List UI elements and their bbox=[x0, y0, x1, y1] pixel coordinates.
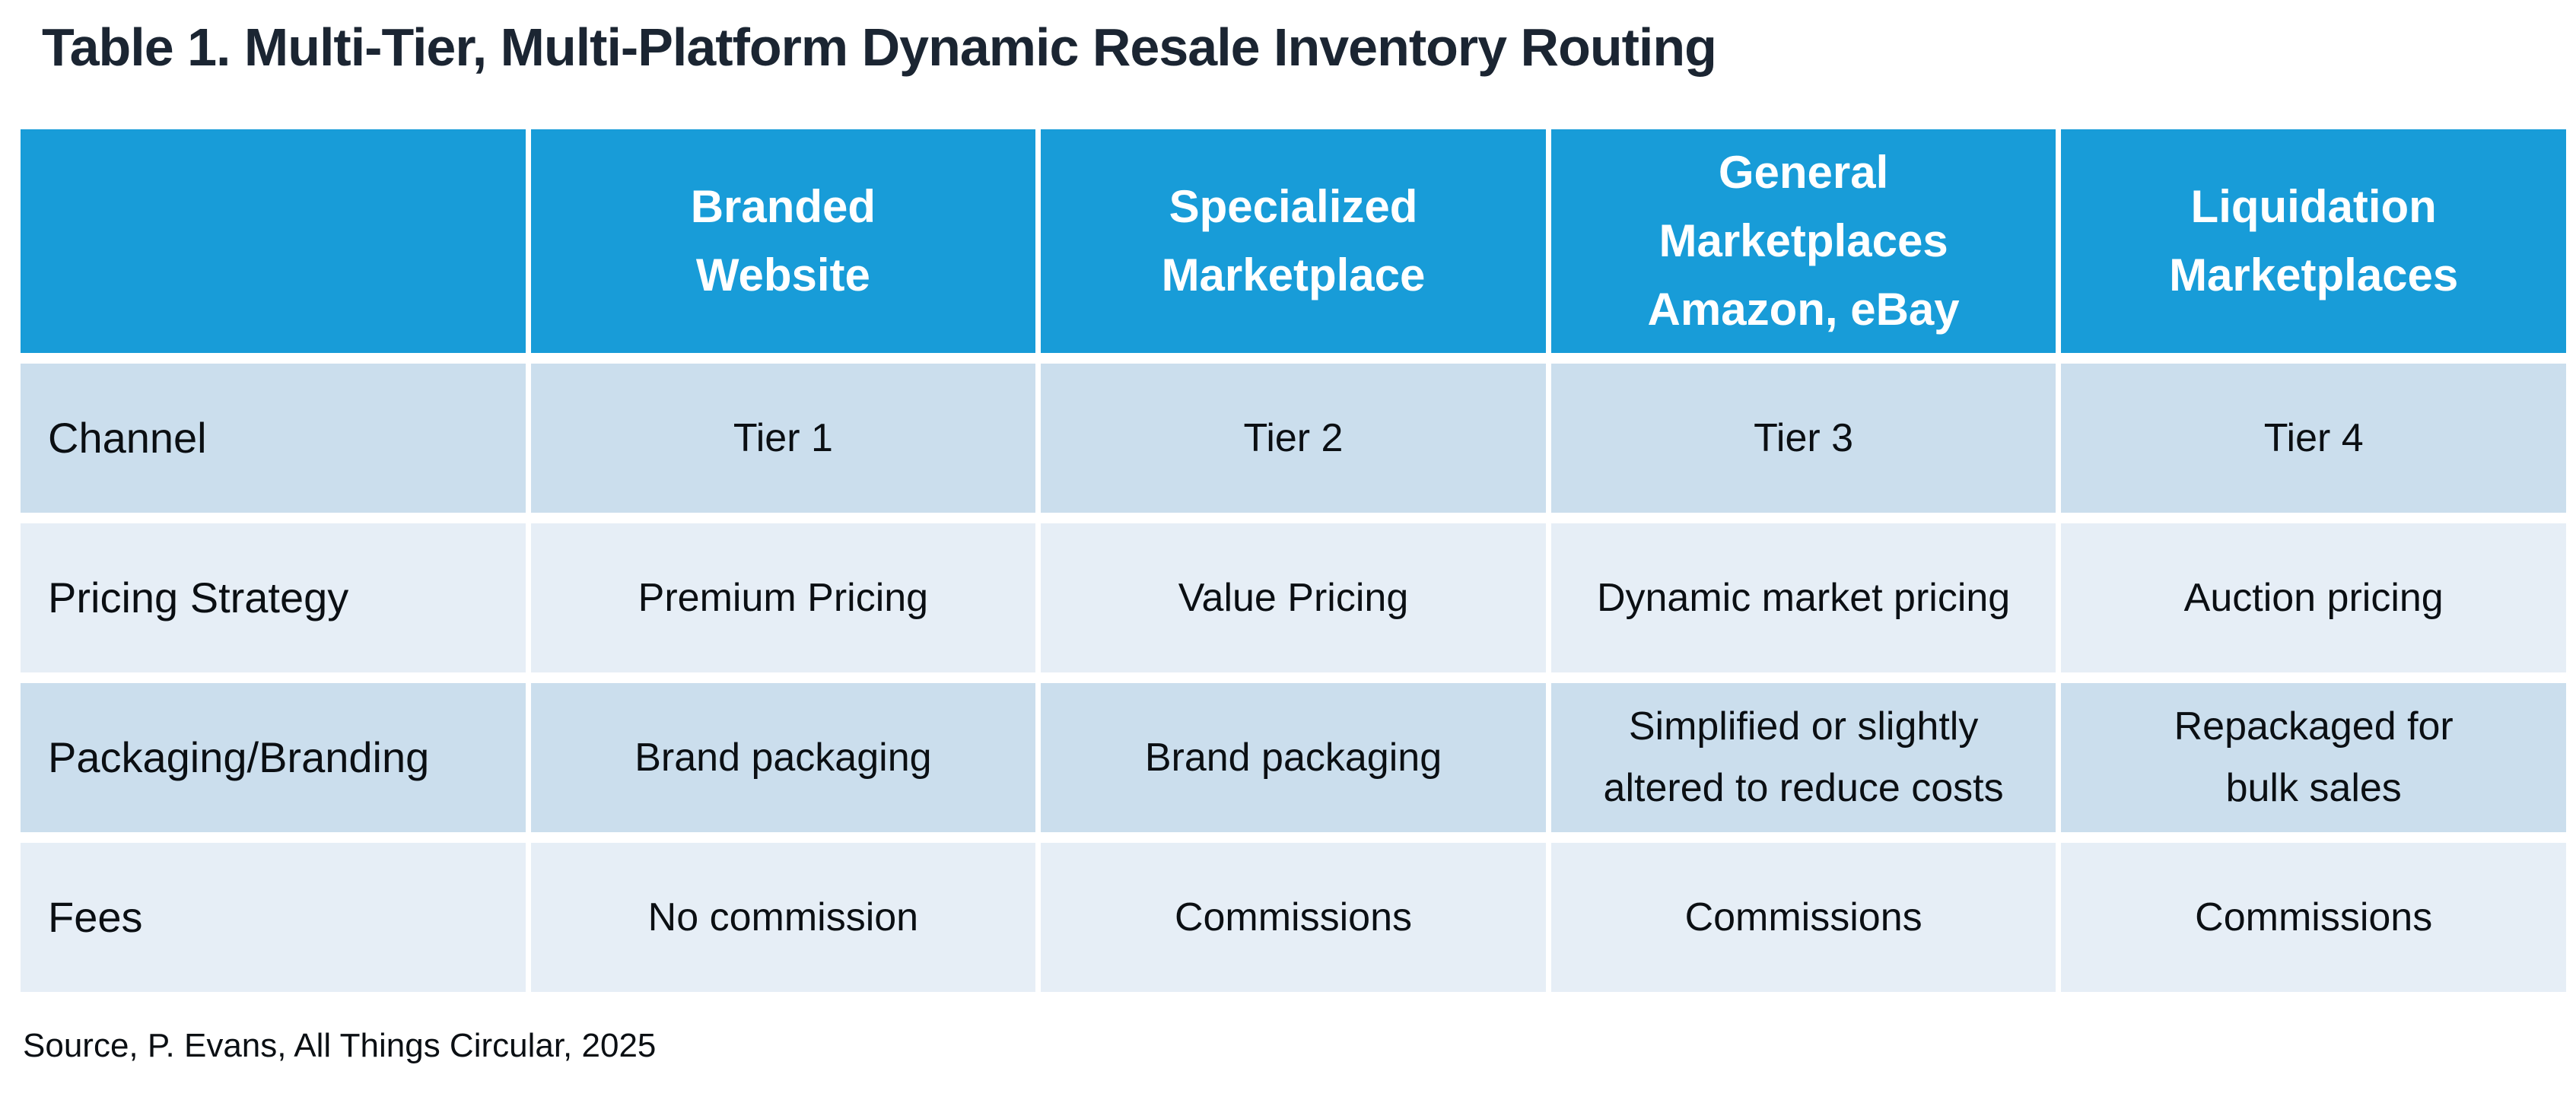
cell-fees-liquidation-marketplaces: Commissions bbox=[2061, 843, 2566, 992]
header-cell-branded-website: Branded Website bbox=[530, 129, 1036, 353]
cell-pricing-general-marketplaces: Dynamic market pricing bbox=[1550, 523, 2056, 672]
cell-channel-liquidation-marketplaces: Tier 4 bbox=[2061, 364, 2566, 513]
cell-pricing-liquidation-marketplaces: Auction pricing bbox=[2061, 523, 2566, 672]
cell-channel-specialized-marketplace: Tier 2 bbox=[1041, 364, 1546, 513]
cell-pricing-specialized-marketplace: Value Pricing bbox=[1041, 523, 1546, 672]
cell-packaging-branded-website: Brand packaging bbox=[530, 683, 1036, 832]
cell-packaging-general-marketplaces: Simplified or slightly altered to reduce… bbox=[1550, 683, 2056, 832]
header-cell-specialized-marketplace: Specialized Marketplace bbox=[1041, 129, 1546, 353]
cell-fees-general-marketplaces: Commissions bbox=[1550, 843, 2056, 992]
cell-packaging-liquidation-marketplaces: Repackaged for bulk sales bbox=[2061, 683, 2566, 832]
cell-fees-branded-website: No commission bbox=[530, 843, 1036, 992]
row-label-channel: Channel bbox=[21, 364, 526, 513]
row-label-pricing-strategy: Pricing Strategy bbox=[21, 523, 526, 672]
cell-packaging-specialized-marketplace: Brand packaging bbox=[1041, 683, 1546, 832]
source-note: Source, P. Evans, All Things Circular, 2… bbox=[23, 1027, 657, 1064]
row-label-packaging-branding: Packaging/Branding bbox=[21, 683, 526, 832]
header-cell-general-marketplaces: General Marketplaces Amazon, eBay bbox=[1550, 129, 2056, 353]
cell-channel-branded-website: Tier 1 bbox=[530, 364, 1036, 513]
routing-table: Branded Website Specialized Marketplace … bbox=[21, 129, 2566, 992]
header-cell-liquidation-marketplaces: Liquidation Marketplaces bbox=[2061, 129, 2566, 353]
header-cell-empty bbox=[21, 129, 526, 353]
cell-fees-specialized-marketplace: Commissions bbox=[1041, 843, 1546, 992]
page-title: Table 1. Multi-Tier, Multi-Platform Dyna… bbox=[42, 17, 1717, 77]
cell-pricing-branded-website: Premium Pricing bbox=[530, 523, 1036, 672]
row-label-fees: Fees bbox=[21, 843, 526, 992]
cell-channel-general-marketplaces: Tier 3 bbox=[1550, 364, 2056, 513]
